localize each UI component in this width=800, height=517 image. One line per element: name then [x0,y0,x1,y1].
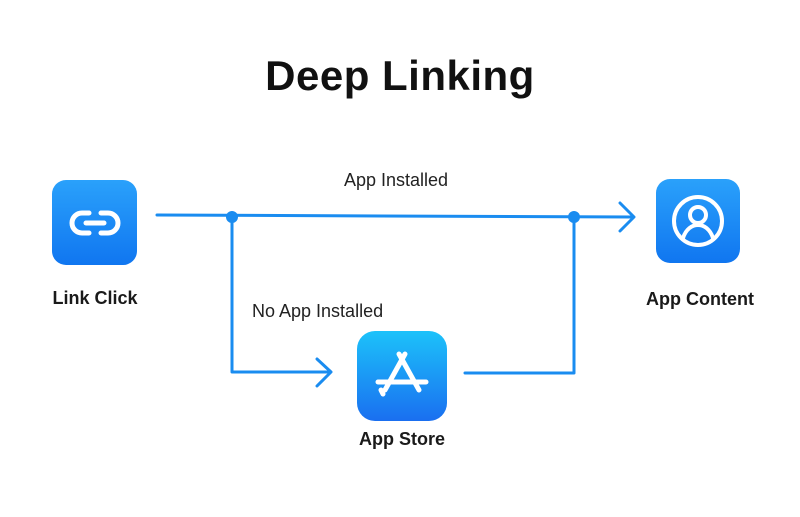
page-title: Deep Linking [265,52,535,99]
node-label-link-click: Link Click [52,288,138,308]
connector-to-store [230,215,332,374]
edge-label-no-app-installed: No App Installed [252,301,384,321]
connector-store-return [463,216,576,375]
app-store-icon [375,351,429,397]
junction-dot-right [568,211,580,223]
node-label-app-store: App Store [358,429,445,449]
user-circle-icon [672,195,724,247]
edge-label-app-installed: App Installed [344,170,449,190]
link-icon [69,210,120,235]
app-content-tile [656,179,740,263]
arrowhead-app-store [315,357,333,388]
node-label-app-content: App Content [646,289,754,309]
app-store-tile [357,331,447,421]
junction-dot-left [226,211,238,223]
link-click-tile [52,180,137,265]
arrowhead-app-content [618,201,636,233]
